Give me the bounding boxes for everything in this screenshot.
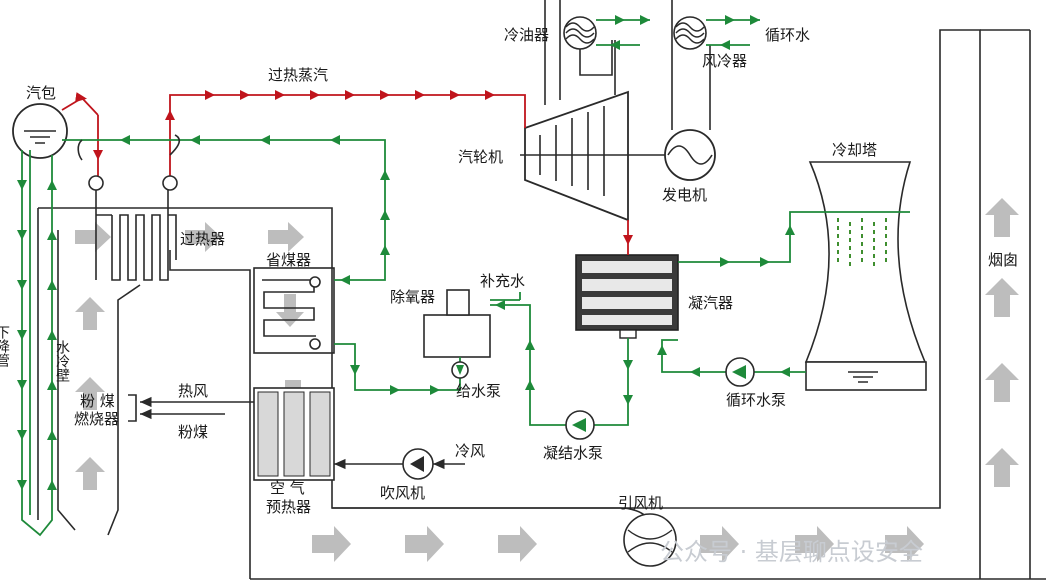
label-makeup-water: 补充水 xyxy=(480,272,525,290)
induced-fan xyxy=(623,513,677,567)
label-circulating-pump: 循环水泵 xyxy=(726,391,786,409)
feed-pump xyxy=(451,361,469,379)
label-deaerator: 除氧器 xyxy=(390,288,435,306)
watermark: 公众号 · 基层聊点设安全 xyxy=(660,538,923,566)
sine-wave-icon xyxy=(667,145,713,165)
label-generator: 发电机 xyxy=(662,186,707,204)
generator xyxy=(664,129,716,181)
superheater xyxy=(95,190,177,281)
condenser xyxy=(575,254,679,339)
label-coal-burner-1: 粉 煤 xyxy=(80,392,115,410)
label-condensate-pump: 凝结水泵 xyxy=(543,444,603,462)
label-condenser: 凝汽器 xyxy=(688,294,733,312)
valve-lines xyxy=(77,134,180,161)
label-superheated-steam: 过热蒸汽 xyxy=(268,66,328,84)
water-lines xyxy=(21,19,910,537)
blower xyxy=(402,448,434,480)
label-economizer: 省煤器 xyxy=(266,251,311,269)
label-downcomer: 下降管 xyxy=(0,325,10,367)
flue-gas-arrows xyxy=(75,198,1019,562)
label-steam-drum: 汽包 xyxy=(26,84,56,102)
label-cooling-tower: 冷却塔 xyxy=(832,141,877,159)
air-lines xyxy=(140,396,465,470)
label-hot-air: 热风 xyxy=(178,382,208,400)
label-oil-cooler: 冷油器 xyxy=(504,26,549,44)
label-air-cooler: 风冷器 xyxy=(702,52,747,70)
circulating-pump xyxy=(725,357,755,387)
air-cooler-coil xyxy=(673,16,707,50)
label-water-wall: 水冷壁 xyxy=(54,340,70,382)
coal-burner xyxy=(128,394,137,422)
steam-arrows xyxy=(93,90,633,245)
cooling-tower xyxy=(804,161,927,391)
label-circulating-water: 循环水 xyxy=(765,26,810,44)
label-pulverized-coal: 粉煤 xyxy=(178,423,208,441)
economizer xyxy=(253,267,335,354)
oil-cooler-housing xyxy=(544,0,616,105)
water-arrows xyxy=(17,15,795,490)
boiler-flue-structure xyxy=(37,29,1031,579)
deaerator xyxy=(423,289,491,358)
label-superheater: 过热器 xyxy=(180,230,225,248)
condensate-pump xyxy=(565,410,595,440)
label-coal-burner-2: 燃烧器 xyxy=(74,410,119,428)
steam-drum xyxy=(12,103,68,159)
valves xyxy=(88,175,178,191)
label-air-preheater-1: 空 气 xyxy=(270,479,305,497)
label-blower: 吹风机 xyxy=(380,484,425,502)
air-cooler-housing xyxy=(671,0,711,130)
air-preheater xyxy=(253,387,335,481)
turbine xyxy=(520,90,670,222)
label-cold-air: 冷风 xyxy=(455,442,485,460)
label-air-preheater-2: 预热器 xyxy=(266,498,311,516)
label-induced-fan: 引风机 xyxy=(618,494,663,512)
labels: 汽包 过热蒸汽 冷油器 循环水 风冷器 汽轮机 发电机 冷却塔 过热器 省煤器 … xyxy=(0,26,1018,566)
oil-cooler-coil xyxy=(563,16,597,50)
label-feed-pump: 给水泵 xyxy=(456,382,501,400)
label-chimney: 烟囱 xyxy=(988,251,1018,269)
label-turbine: 汽轮机 xyxy=(458,148,503,166)
